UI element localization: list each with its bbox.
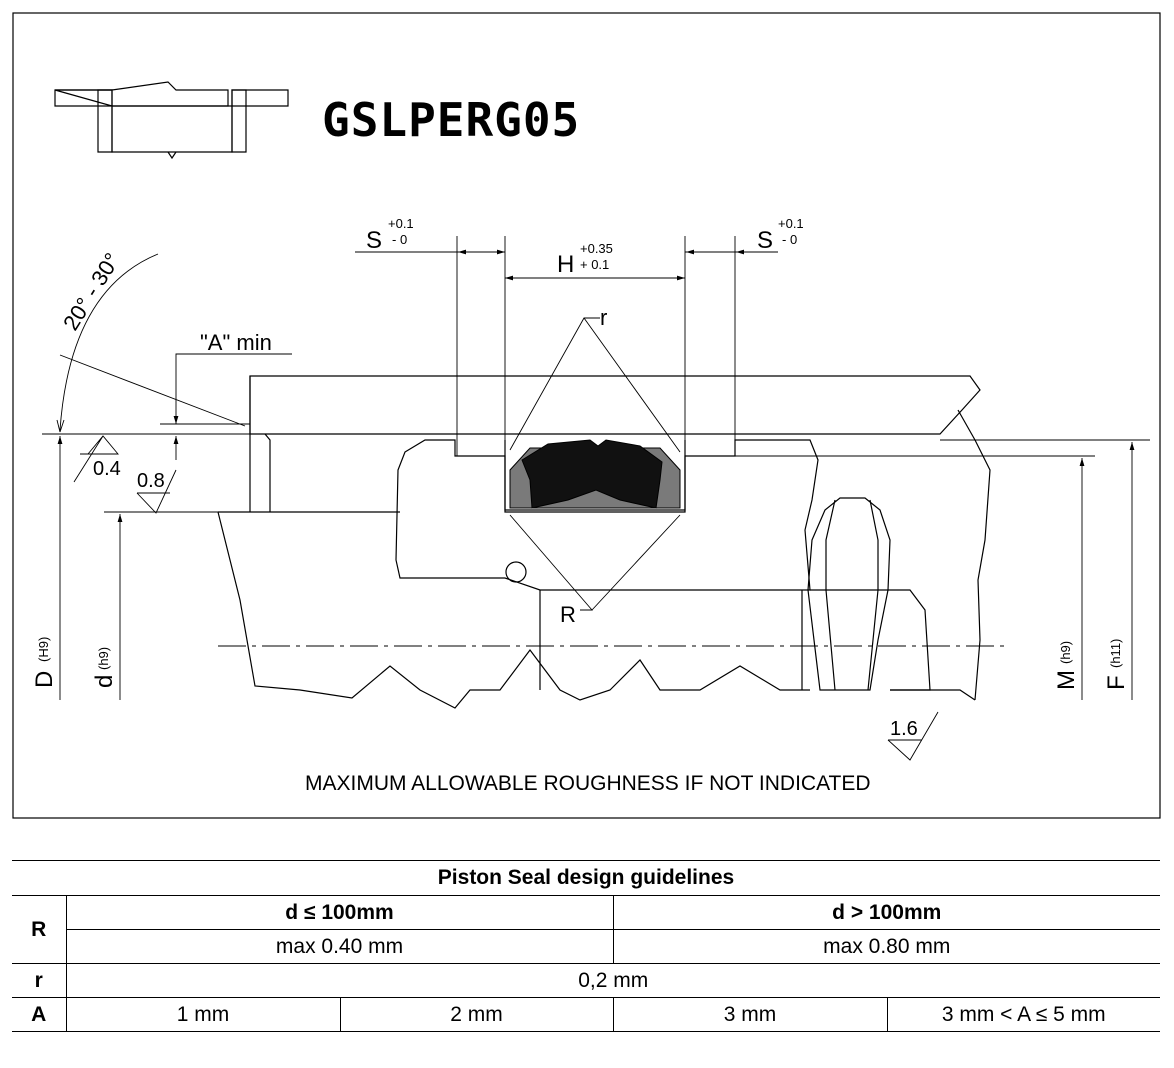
cell-R-small-d: max 0.40 mm <box>65 929 614 964</box>
roughness-symbol-04 <box>73 435 119 483</box>
row-label-A: A <box>12 997 67 1032</box>
o-ring <box>505 561 527 583</box>
dim-F-tol: (h11) <box>1108 639 1123 668</box>
row-label-R: R <box>12 895 67 964</box>
row-label-r: r <box>12 963 67 998</box>
dim-h: H <box>557 251 574 278</box>
dim-M-tol: (h9) <box>1058 641 1073 664</box>
label-angle: 20° - 30° <box>58 248 125 334</box>
dim-s-right-tol-lower: - 0 <box>782 232 797 247</box>
roughness-note: MAXIMUM ALLOWABLE ROUGHNESS IF NOT INDIC… <box>305 772 871 795</box>
drawing-frame <box>12 12 1161 819</box>
label-a-min: "A" min <box>200 330 272 355</box>
dim-s-left-tol-upper: +0.1 <box>388 216 414 231</box>
dim-s-right-tol-upper: +0.1 <box>778 216 804 231</box>
roughness-symbol-16 <box>887 711 939 761</box>
technical-drawing: GSLPERG05 S +0.1 - 0 H +0.35 + 0.1 S +0.… <box>12 12 1161 819</box>
cell-A-3: 3 mm <box>612 997 888 1032</box>
seal-element <box>521 439 663 509</box>
dim-s-right: S <box>757 227 773 254</box>
dim-d: d <box>91 675 118 688</box>
cell-A-1: 1 mm <box>65 997 341 1032</box>
dim-h-tol-upper: +0.35 <box>580 241 613 256</box>
dim-s-left: S <box>366 227 382 254</box>
col-header-small-d: d ≤ 100mm <box>65 895 614 930</box>
roughness-04-value: 0.4 <box>93 458 121 480</box>
label-r-small: r <box>600 305 607 330</box>
col-header-large-d: d > 100mm <box>612 895 1160 930</box>
table-title: Piston Seal design guidelines <box>12 860 1160 896</box>
dim-M: M <box>1053 670 1080 690</box>
roughness-08-value: 0.8 <box>137 470 165 492</box>
cell-A-2: 2 mm <box>339 997 614 1032</box>
cell-r-value: 0,2 mm <box>65 963 1160 998</box>
dim-F: F <box>1103 675 1130 690</box>
piston-body <box>395 439 819 591</box>
label-r-large: R <box>560 602 576 627</box>
roughness-symbol-08 <box>136 469 177 514</box>
housing-bore <box>249 375 981 435</box>
seal-profile-icon <box>54 81 289 160</box>
cell-A-4: 3 mm < A ≤ 5 mm <box>886 997 1160 1032</box>
dim-s-left-tol-lower: - 0 <box>392 232 407 247</box>
dim-h-tol-lower: + 0.1 <box>580 257 609 272</box>
design-guidelines-table: Piston Seal design guidelines R d ≤ 100m… <box>12 860 1160 1032</box>
cell-R-large-d: max 0.80 mm <box>612 929 1160 964</box>
dim-D: D <box>31 671 58 688</box>
roughness-16-value: 1.6 <box>890 718 918 740</box>
dim-D-tol: (H9) <box>36 637 51 662</box>
dim-d-tol: (h9) <box>96 647 111 670</box>
product-code: GSLPERG05 <box>322 93 580 147</box>
